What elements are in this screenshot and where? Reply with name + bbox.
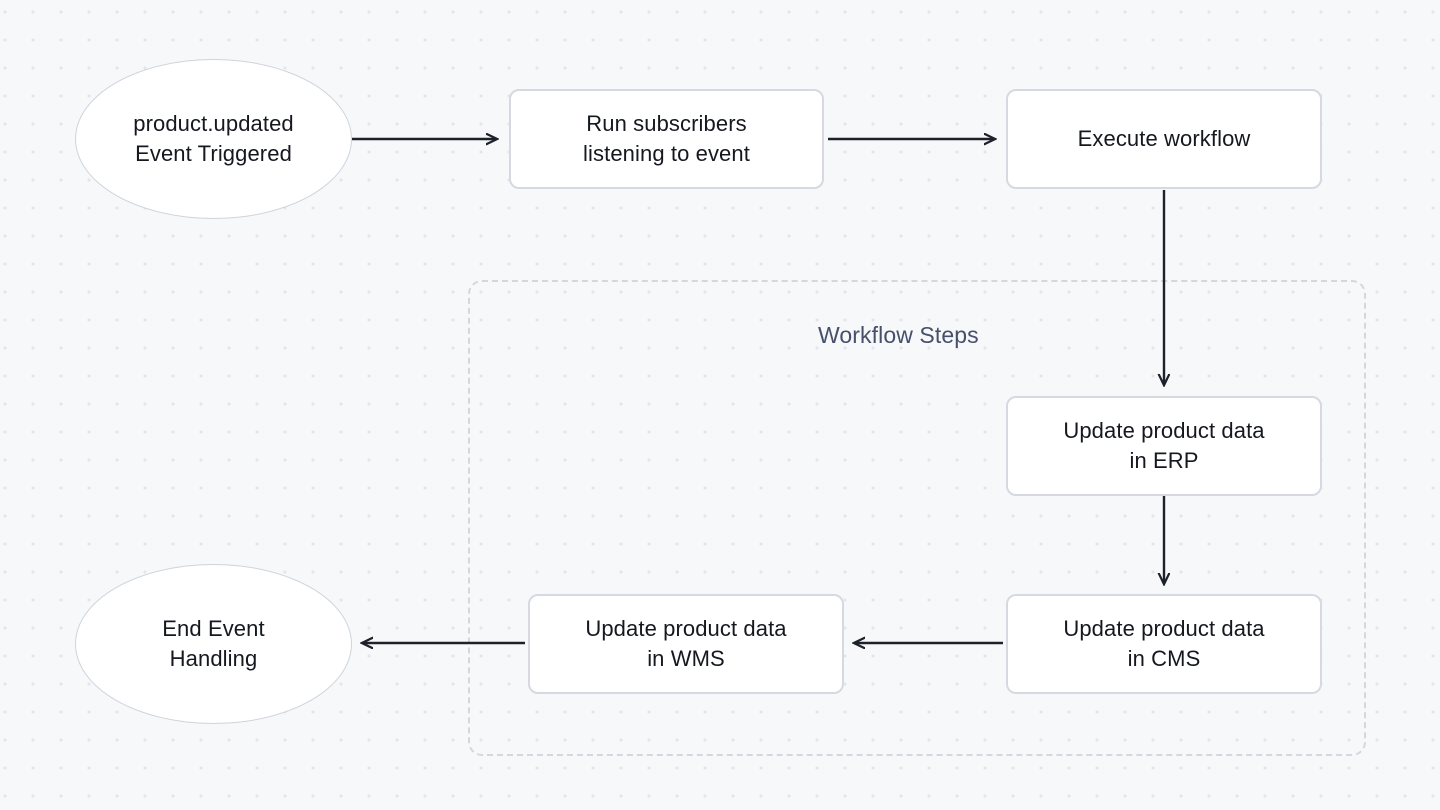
node-event-triggered-label: product.updated Event Triggered	[133, 110, 294, 166]
node-execute-workflow-label: Execute workflow	[1077, 125, 1251, 151]
node-end-event-handling-label: End Event Handling	[162, 615, 265, 671]
node-update-wms-label: Update product data in WMS	[585, 615, 787, 671]
node-execute-workflow[interactable]: Execute workflow	[1006, 89, 1322, 189]
node-update-erp[interactable]: Update product data in ERP	[1006, 396, 1322, 496]
node-update-cms[interactable]: Update product data in CMS	[1006, 594, 1322, 694]
workflow-steps-group	[468, 280, 1366, 756]
workflow-steps-group-label: Workflow Steps	[818, 322, 979, 348]
node-end-event-handling[interactable]: End Event Handling	[75, 564, 352, 724]
node-update-erp-label: Update product data in ERP	[1063, 417, 1265, 473]
node-update-cms-label: Update product data in CMS	[1063, 615, 1265, 671]
node-run-subscribers[interactable]: Run subscribers listening to event	[509, 89, 824, 189]
node-event-triggered[interactable]: product.updated Event Triggered	[75, 59, 352, 219]
node-run-subscribers-label: Run subscribers listening to event	[583, 110, 750, 166]
node-update-wms[interactable]: Update product data in WMS	[528, 594, 844, 694]
